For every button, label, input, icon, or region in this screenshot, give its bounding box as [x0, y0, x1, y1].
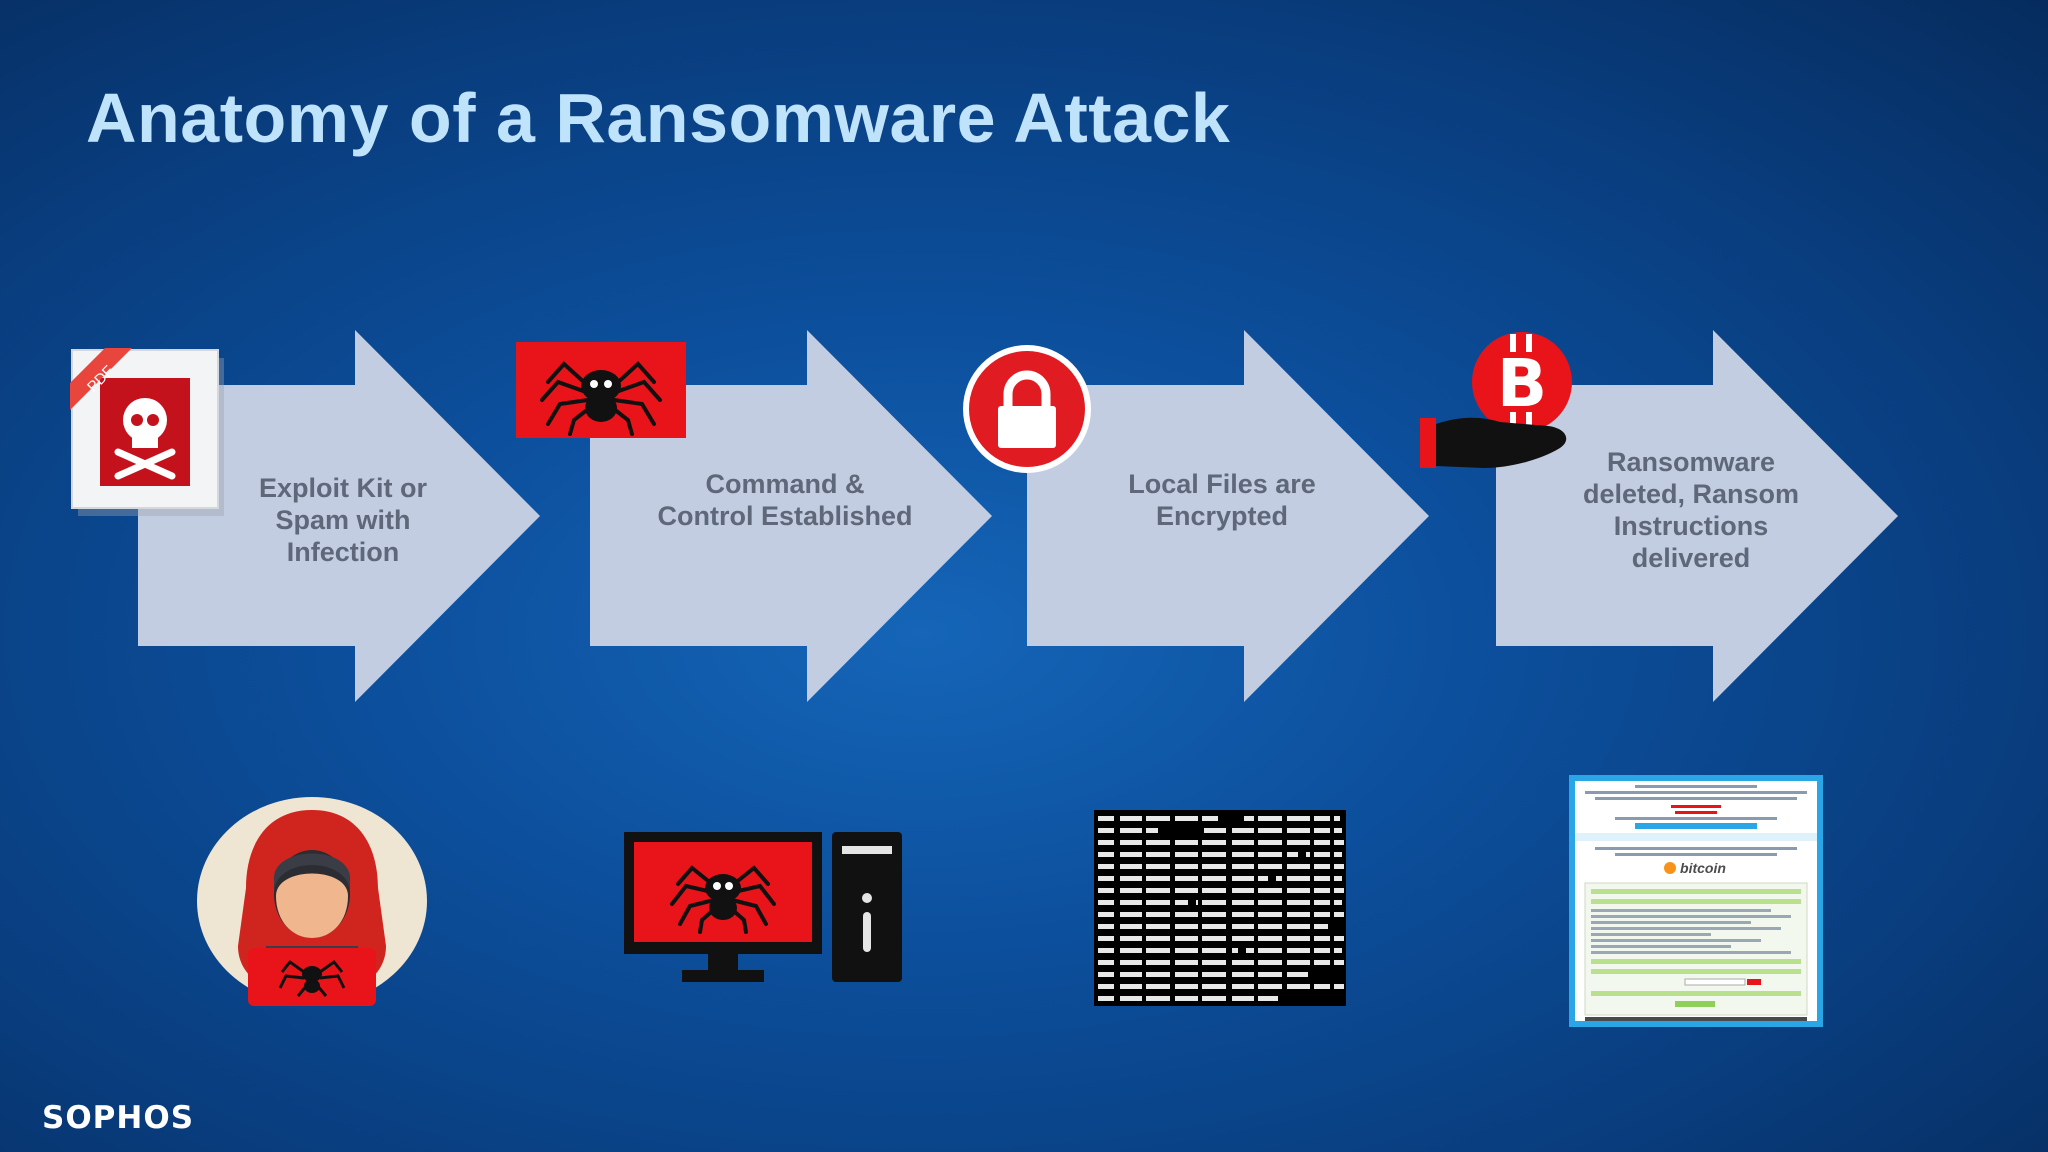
- bitcoin-hand-icon: B: [1420, 330, 1580, 485]
- pdf-skull-icon: PDF: [70, 348, 230, 518]
- hooded-hacker-icon: [196, 796, 428, 1006]
- ransom-note-icon: bitcoin: [1569, 775, 1823, 1027]
- slide-title: Anatomy of a Ransomware Attack: [86, 79, 1231, 157]
- spider-icon: [516, 342, 686, 438]
- encrypted-text-icon: [1094, 810, 1346, 1006]
- step-2-arrow: Command &Control Established: [590, 330, 1040, 702]
- step-2-label: Command &Control Established: [657, 469, 913, 531]
- sophos-logo: SOPHOS: [42, 1100, 195, 1136]
- infected-computer-icon: [622, 832, 904, 986]
- svg-text:B: B: [1497, 345, 1547, 422]
- padlock-icon: [960, 342, 1094, 476]
- ransom-note-bitcoin-logo: bitcoin: [1635, 855, 1755, 881]
